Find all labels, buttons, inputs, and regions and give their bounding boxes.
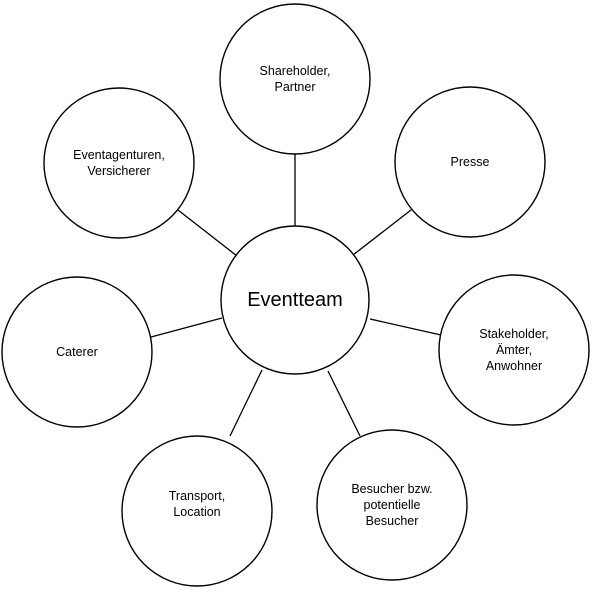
node-circle-stakeholder [438, 274, 590, 426]
node-circle-shareholder [219, 3, 371, 155]
node-stakeholder: Stakeholder, Ämter, Anwohner [438, 274, 590, 426]
center-circle [220, 225, 370, 375]
connector-transport [229, 369, 263, 437]
connector-caterer [150, 317, 223, 338]
node-circle-caterer [1, 276, 153, 428]
connector-presse [352, 209, 412, 256]
connector-besucher [327, 370, 361, 437]
node-circle-presse [394, 86, 546, 238]
connector-eventagenturen [177, 209, 238, 257]
center-label: Eventteam [247, 289, 343, 311]
node-label-eventagenturen: Eventagenturen, [73, 148, 165, 162]
node-label-transport: Transport, [169, 489, 226, 503]
node-label-stakeholder: Anwohner [486, 359, 542, 373]
node-label-stakeholder: Stakeholder, [479, 327, 549, 341]
node-label-caterer: Caterer [56, 345, 98, 359]
node-circle-besucher [316, 429, 468, 581]
connector-lines [150, 152, 442, 437]
node-label-besucher: Besucher [366, 514, 419, 528]
center-node: Eventteam [220, 225, 370, 375]
node-eventagenturen: Eventagenturen, Versicherer [43, 87, 195, 239]
node-circle-transport [121, 435, 273, 587]
node-label-besucher: potentielle [364, 498, 421, 512]
node-caterer: Caterer [1, 276, 153, 428]
connector-stakeholder [369, 318, 442, 336]
node-circle-eventagenturen [43, 87, 195, 239]
node-transport: Transport, Location [121, 435, 273, 587]
node-label-transport: Location [173, 505, 220, 519]
node-label-shareholder: Partner [275, 80, 316, 94]
node-label-stakeholder: Ämter, [496, 343, 532, 357]
node-label-eventagenturen: Versicherer [87, 164, 150, 178]
node-presse: Presse [394, 86, 546, 238]
node-label-shareholder: Shareholder, [260, 64, 331, 78]
node-label-besucher: Besucher bzw. [351, 482, 432, 496]
node-label-presse: Presse [451, 155, 490, 169]
node-shareholder: Shareholder, Partner [219, 3, 371, 155]
